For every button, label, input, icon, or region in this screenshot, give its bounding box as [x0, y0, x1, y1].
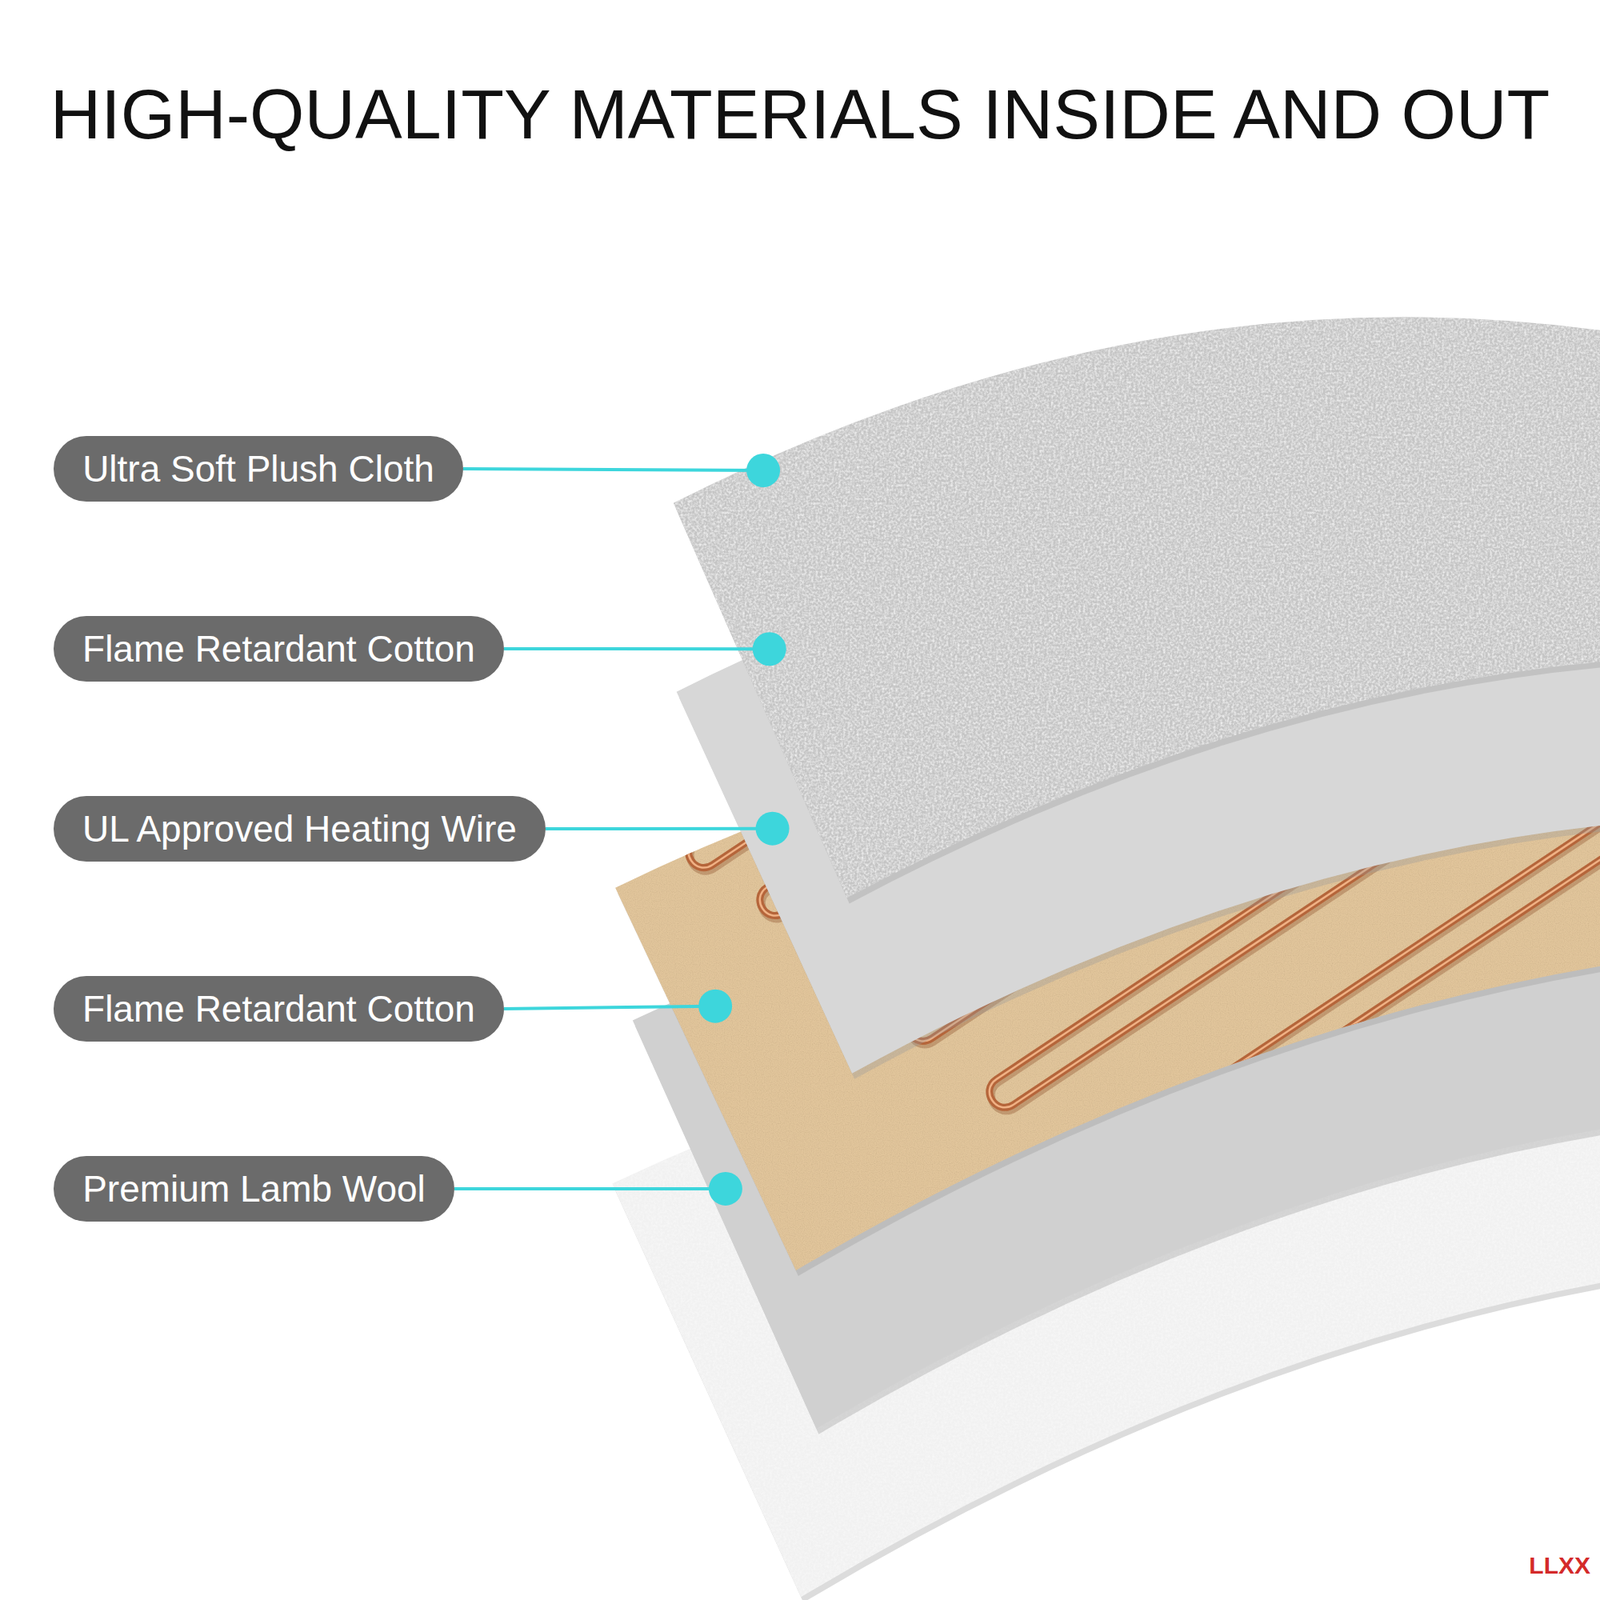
label-text: UL Approved Heating Wire [82, 810, 517, 848]
material-label: UL Approved Heating Wire [53, 796, 546, 862]
layer-texture [673, 316, 1600, 898]
plush-layer [673, 316, 1600, 898]
leader-dot [698, 989, 732, 1024]
leader-line [454, 1187, 726, 1191]
watermark: LLXX [1528, 1552, 1591, 1580]
label-text: Ultra Soft Plush Cloth [82, 450, 435, 488]
leader-dot [752, 632, 787, 666]
material-label: Flame Retardant Cotton [53, 616, 504, 682]
label-text: Flame Retardant Cotton [82, 630, 476, 668]
material-label: Flame Retardant Cotton [53, 976, 504, 1042]
leader-dot [756, 812, 790, 846]
leader-line [504, 647, 770, 651]
leader-line [504, 1006, 716, 1009]
leader-line [463, 468, 764, 471]
label-text: Premium Lamb Wool [82, 1170, 426, 1208]
material-label: Ultra Soft Plush Cloth [53, 436, 464, 502]
material-label: Premium Lamb Wool [53, 1156, 455, 1222]
title: HIGH-QUALITY MATERIALS INSIDE AND OUT [0, 73, 1600, 156]
leader-line [545, 827, 773, 831]
leader-dot [746, 453, 780, 488]
leader-dot [708, 1172, 743, 1206]
label-text: Flame Retardant Cotton [82, 990, 476, 1028]
